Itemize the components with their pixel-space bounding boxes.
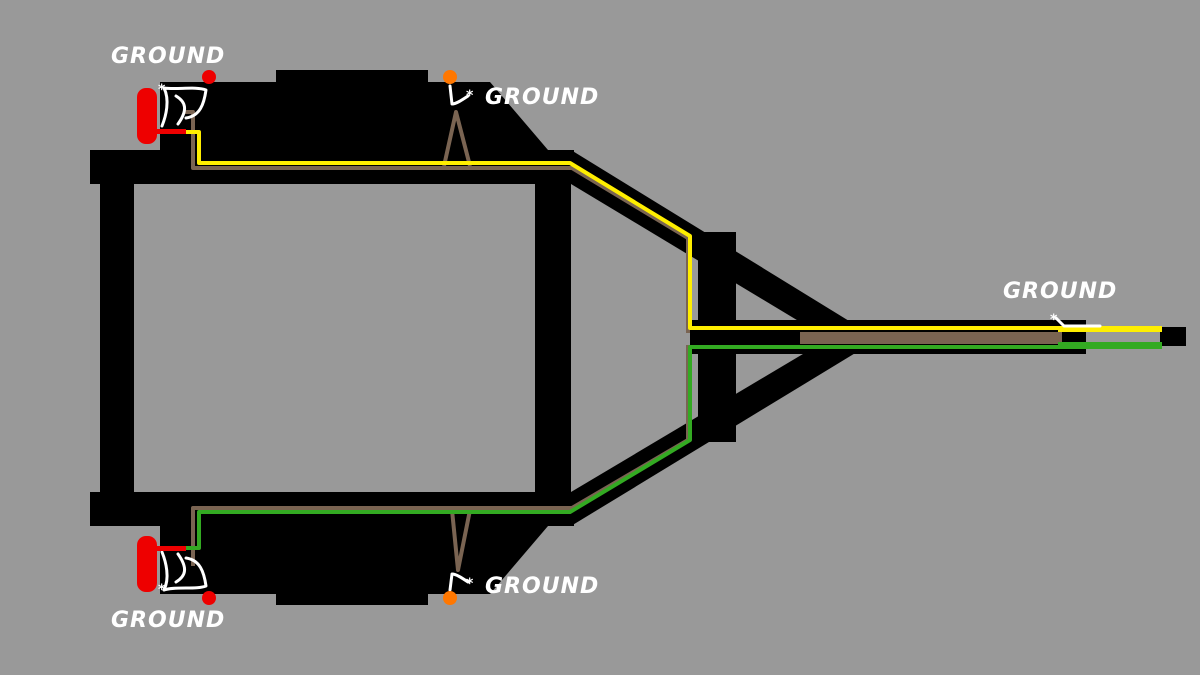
side-marker-light-bottom — [443, 591, 457, 605]
lights — [137, 70, 457, 605]
tail-top-ground-lead — [185, 110, 195, 122]
marker-bottom-ground-leads — [450, 509, 472, 572]
tail-light-top-red-lead — [156, 129, 186, 134]
marker-bottom-ground-screw-icon: * — [466, 576, 474, 592]
marker-top-ground-screw-icon: * — [466, 88, 474, 104]
tongue-ground-screw-icon: * — [1050, 312, 1058, 328]
ground-label-tongue: GROUND — [1003, 279, 1118, 304]
frame-front-crossmember — [535, 150, 571, 526]
frame-rear-crossmember — [100, 158, 134, 516]
marker-top-ground-leads — [442, 110, 472, 167]
tail-light-top-marker-bulb — [202, 70, 216, 84]
marker-top-ground-wire — [448, 84, 470, 106]
axle-bottom — [276, 585, 428, 605]
tail-bottom-ground-wire — [160, 550, 208, 592]
tail-top-ground-wire — [160, 86, 208, 128]
ground-label-marker-top: GROUND — [485, 85, 600, 110]
ground-label-rear-bottom: GROUND — [111, 608, 226, 633]
green-wire-plug-end — [1058, 342, 1162, 348]
tongue-ground-wire — [1054, 316, 1102, 328]
white-ground-wires — [160, 84, 1102, 592]
yellow-wire-plug-end — [1058, 326, 1162, 332]
tail-top-ground-screw-icon: * — [158, 82, 166, 98]
tail-light-bottom-marker-bulb — [202, 591, 216, 605]
tail-light-bottom — [137, 536, 157, 592]
tail-light-bottom-red-lead — [156, 546, 186, 551]
tail-light-top — [137, 88, 157, 144]
green-wire — [186, 345, 1162, 550]
ground-screws: * * * * * — [158, 82, 1058, 598]
side-marker-light-top — [443, 70, 457, 84]
ground-label-marker-bottom: GROUND — [485, 574, 600, 599]
axle-top — [276, 70, 428, 90]
hitch-coupler — [1160, 327, 1186, 346]
yellow-wire — [186, 130, 1162, 330]
ground-label-rear-top: GROUND — [111, 44, 226, 69]
marker-bottom-ground-wire — [448, 572, 470, 592]
tail-bottom-ground-screw-icon: * — [158, 582, 166, 598]
brown-wire-tongue-bundle — [800, 332, 1062, 344]
